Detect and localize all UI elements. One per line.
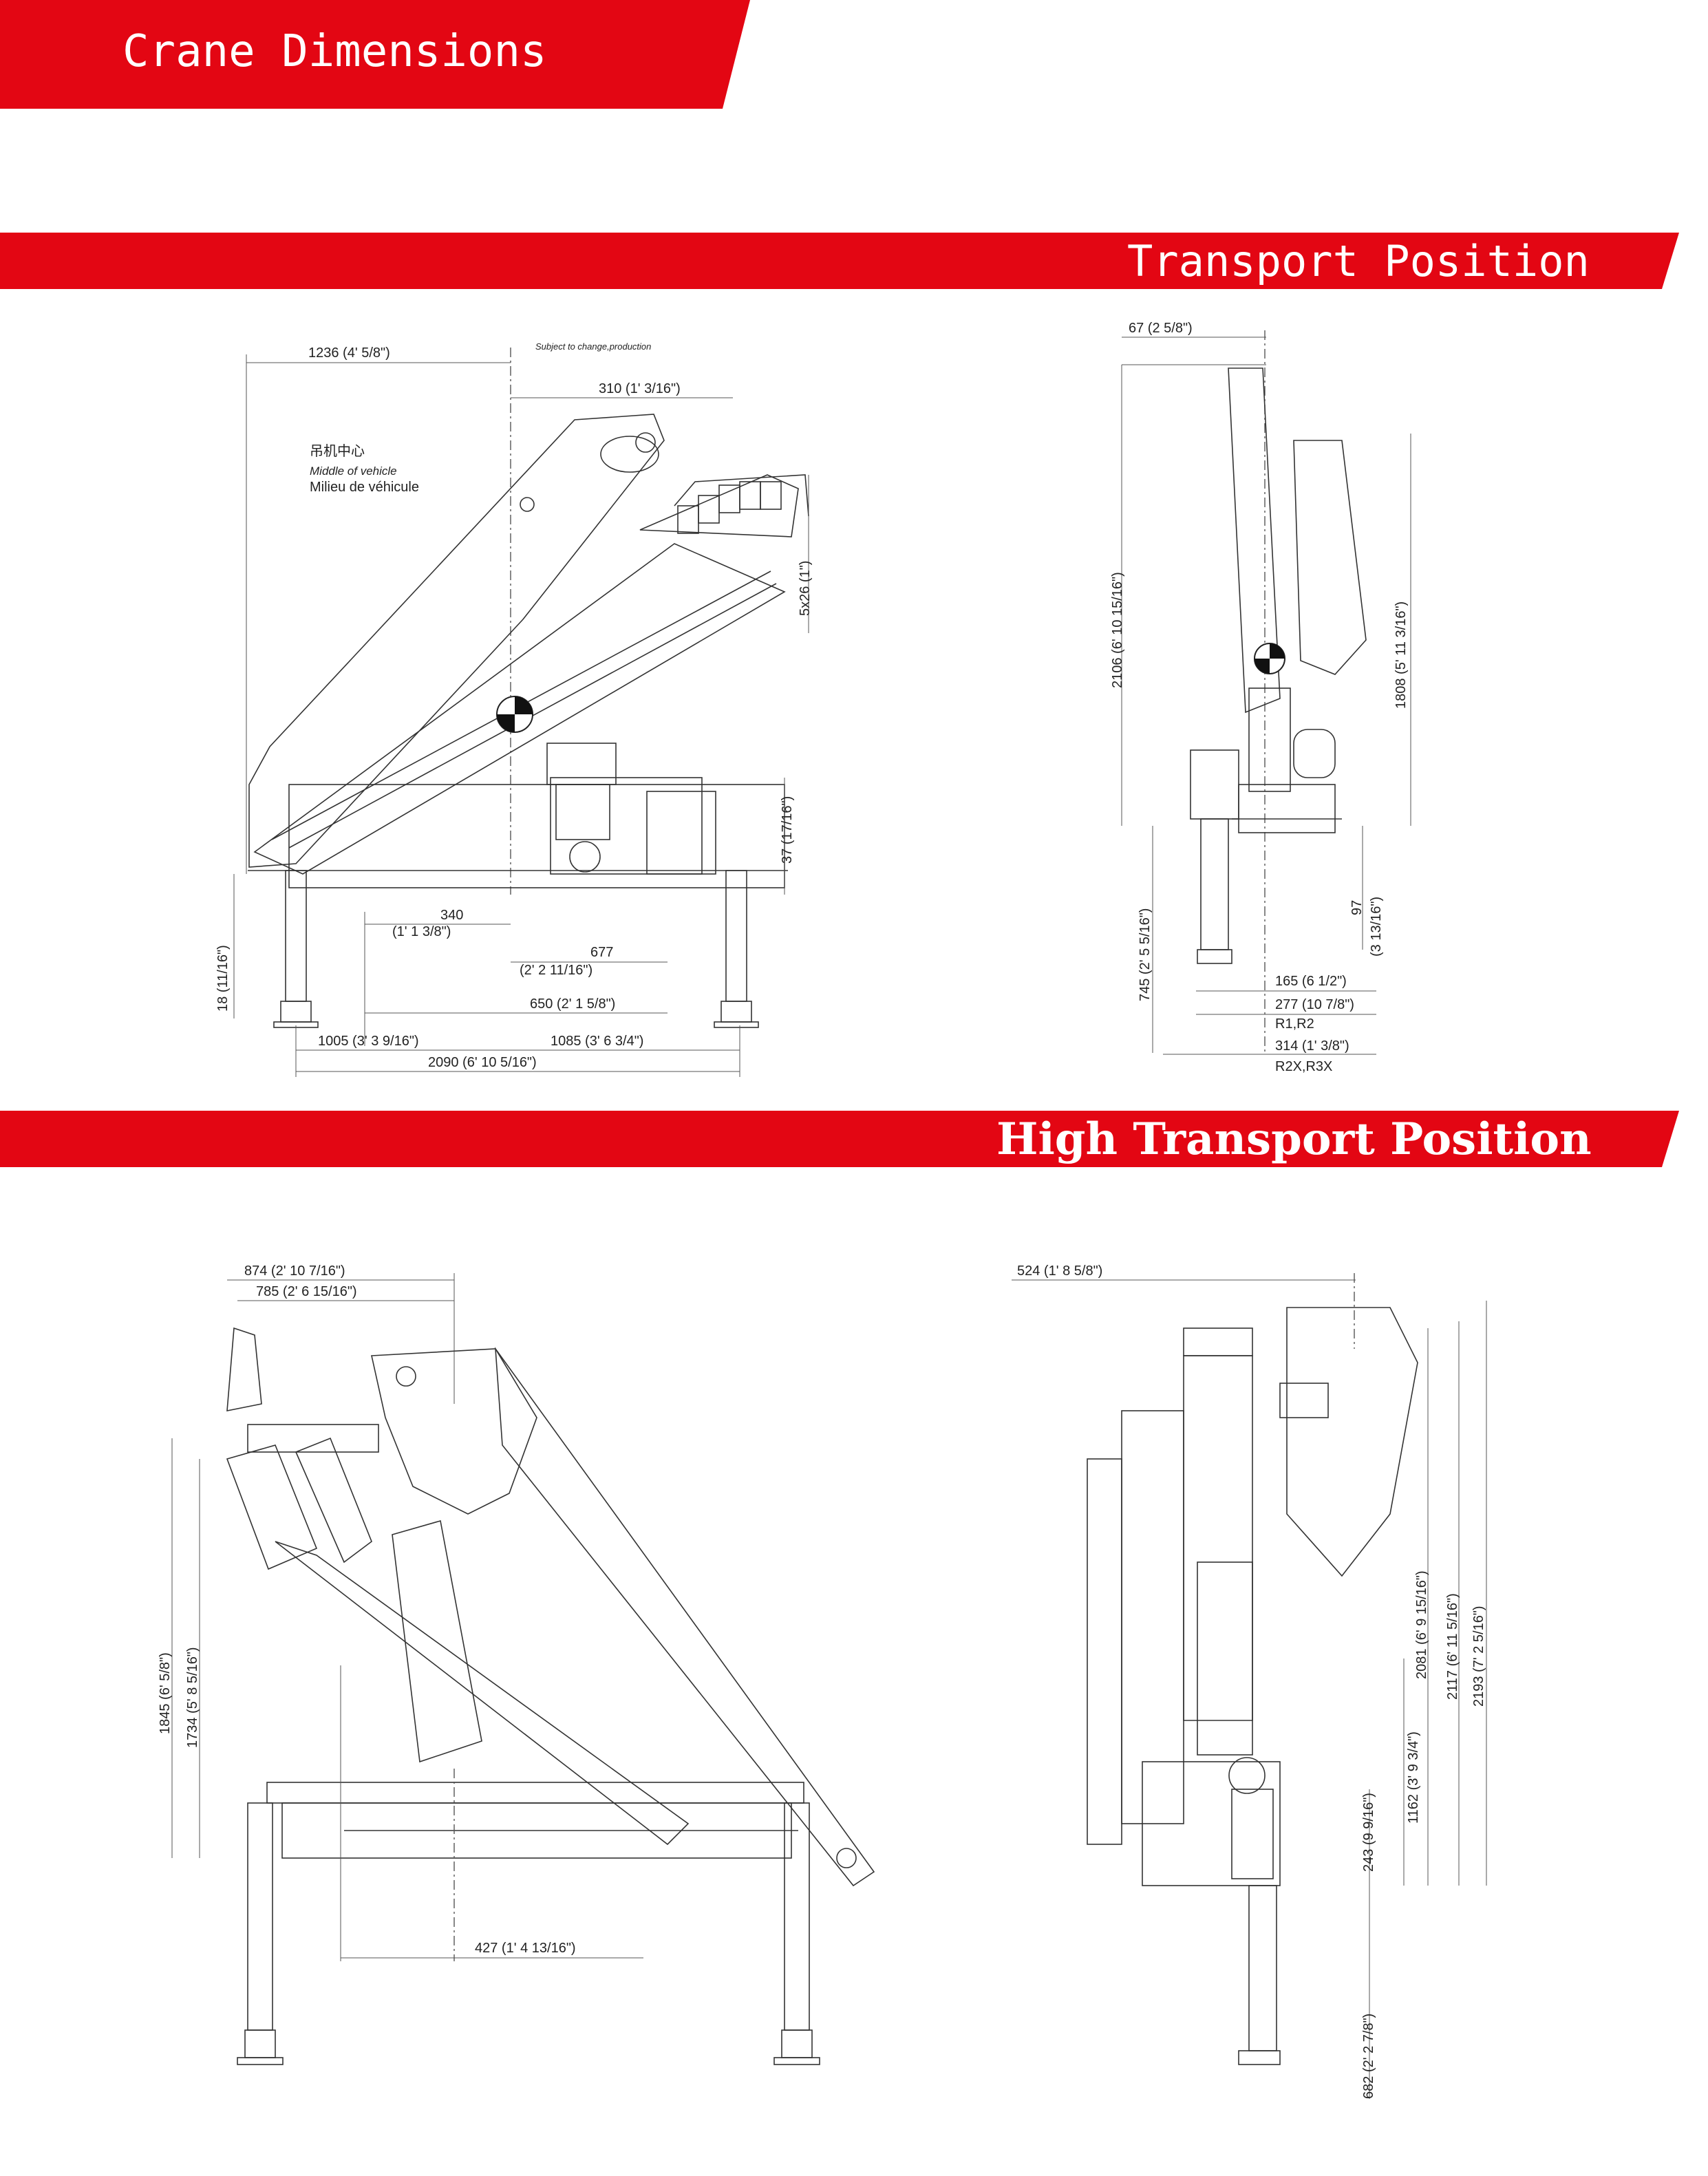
banner-high-transport-position-shape [0, 1111, 1679, 1167]
dim-340-value: 340 [440, 908, 463, 923]
dim-2081: 2081 (6' 9 15/16") [1414, 1570, 1429, 1679]
high-transport-side-crane [226, 1327, 875, 2065]
dim-2106: 2106 (6' 10 15/16") [1110, 572, 1125, 688]
transport-side-view: Subject to change,production 1236 (4' 5/… [215, 341, 813, 1077]
transport-rear-view: 67 (2 5/8") 2106 (6' 10 15/16") 1808 (5'… [1110, 321, 1411, 1074]
dim-97-value: 97 [1349, 900, 1365, 915]
dim-785: 785 (2' 6 15/16") [256, 1284, 357, 1299]
dim-37: 37 (17/16") [780, 796, 795, 864]
dim-314: 314 (1' 3/8") [1275, 1038, 1349, 1054]
dim-745: 745 (2' 5 5/16") [1138, 908, 1153, 1001]
banner-crane-dimensions: Crane Dimensions [0, 0, 750, 109]
banner-crane-dimensions-title: Crane Dimensions [122, 26, 547, 77]
high-transport-rear-crane [1087, 1307, 1418, 2065]
dim-243: 243 (9 9/16") [1361, 1793, 1376, 1872]
dim-340-imperial: (1' 1 3/8") [392, 924, 451, 939]
transport-rear-crane [1190, 367, 1367, 964]
dim-2193: 2193 (7' 2 5/16") [1471, 1606, 1486, 1707]
transport-rear-cog-marker [1254, 643, 1285, 674]
dim-1162: 1162 (3' 9 3/4") [1406, 1731, 1421, 1824]
high-transport-rear-view: 524 (1' 8 5/8") 2193 (7' 2 5/16") 2117 (… [1012, 1263, 1487, 2099]
dim-277: 277 (10 7/8") [1275, 997, 1354, 1012]
dim-524: 524 (1' 8 5/8") [1017, 1263, 1102, 1279]
dim-677-imperial: (2' 2 11/16") [520, 963, 593, 978]
label-r1r2: R1,R2 [1275, 1016, 1314, 1032]
dim-1734: 1734 (5' 8 5/16") [185, 1647, 200, 1748]
banner-transport-position: Transport Position [0, 233, 1679, 289]
banner-crane-dimensions-shape [0, 0, 750, 109]
dim-1236: 1236 (4' 5/8") [308, 345, 390, 361]
dim-310: 310 (1' 3/16") [599, 381, 681, 396]
transport-side-cog-marker [496, 696, 533, 733]
dim-874: 874 (2' 10 7/16") [244, 1263, 345, 1279]
dim-650: 650 (2' 1 5/8") [530, 996, 615, 1012]
dim-2090: 2090 (6' 10 5/16") [428, 1055, 537, 1070]
dim-682: 682 (2' 2 7/8") [1361, 2014, 1376, 2099]
label-middle-cn: 吊机中心 [310, 443, 365, 459]
banner-transport-position-shape [0, 233, 1679, 289]
label-middle-en: Middle of vehicle [310, 465, 397, 478]
dim-1845: 1845 (6' 5/8") [158, 1652, 173, 1734]
dim-18: 18 (11/16") [215, 945, 231, 1012]
dim-1005: 1005 (3' 3 9/16") [318, 1034, 419, 1049]
dim-677-value: 677 [590, 945, 613, 960]
dim-5x26: 5x26 (1") [798, 561, 813, 616]
dim-1808: 1808 (5' 11 3/16") [1394, 601, 1409, 709]
dim-97-imperial: (3 13/16") [1369, 897, 1384, 957]
note-subject-to-change: Subject to change,production [535, 341, 651, 352]
label-r2xr3x: R2X,R3X [1275, 1059, 1332, 1074]
dim-2117: 2117 (6' 11 5/16") [1445, 1593, 1460, 1700]
high-transport-side-view: 874 (2' 10 7/16") 785 (2' 6 15/16") 1845… [158, 1263, 875, 2065]
dim-165: 165 (6 1/2") [1275, 974, 1347, 989]
banner-high-transport-position: High Transport Position [0, 1111, 1679, 1167]
banner-high-transport-position-title: High Transport Position [996, 1113, 1592, 1165]
dim-67: 67 (2 5/8") [1129, 321, 1193, 336]
dim-1085: 1085 (3' 6 3/4") [551, 1034, 643, 1049]
dim-427: 427 (1' 4 13/16") [475, 1941, 576, 1956]
banner-transport-position-title: Transport Position [1127, 236, 1590, 286]
label-middle-fr: Milieu de véhicule [310, 480, 419, 495]
